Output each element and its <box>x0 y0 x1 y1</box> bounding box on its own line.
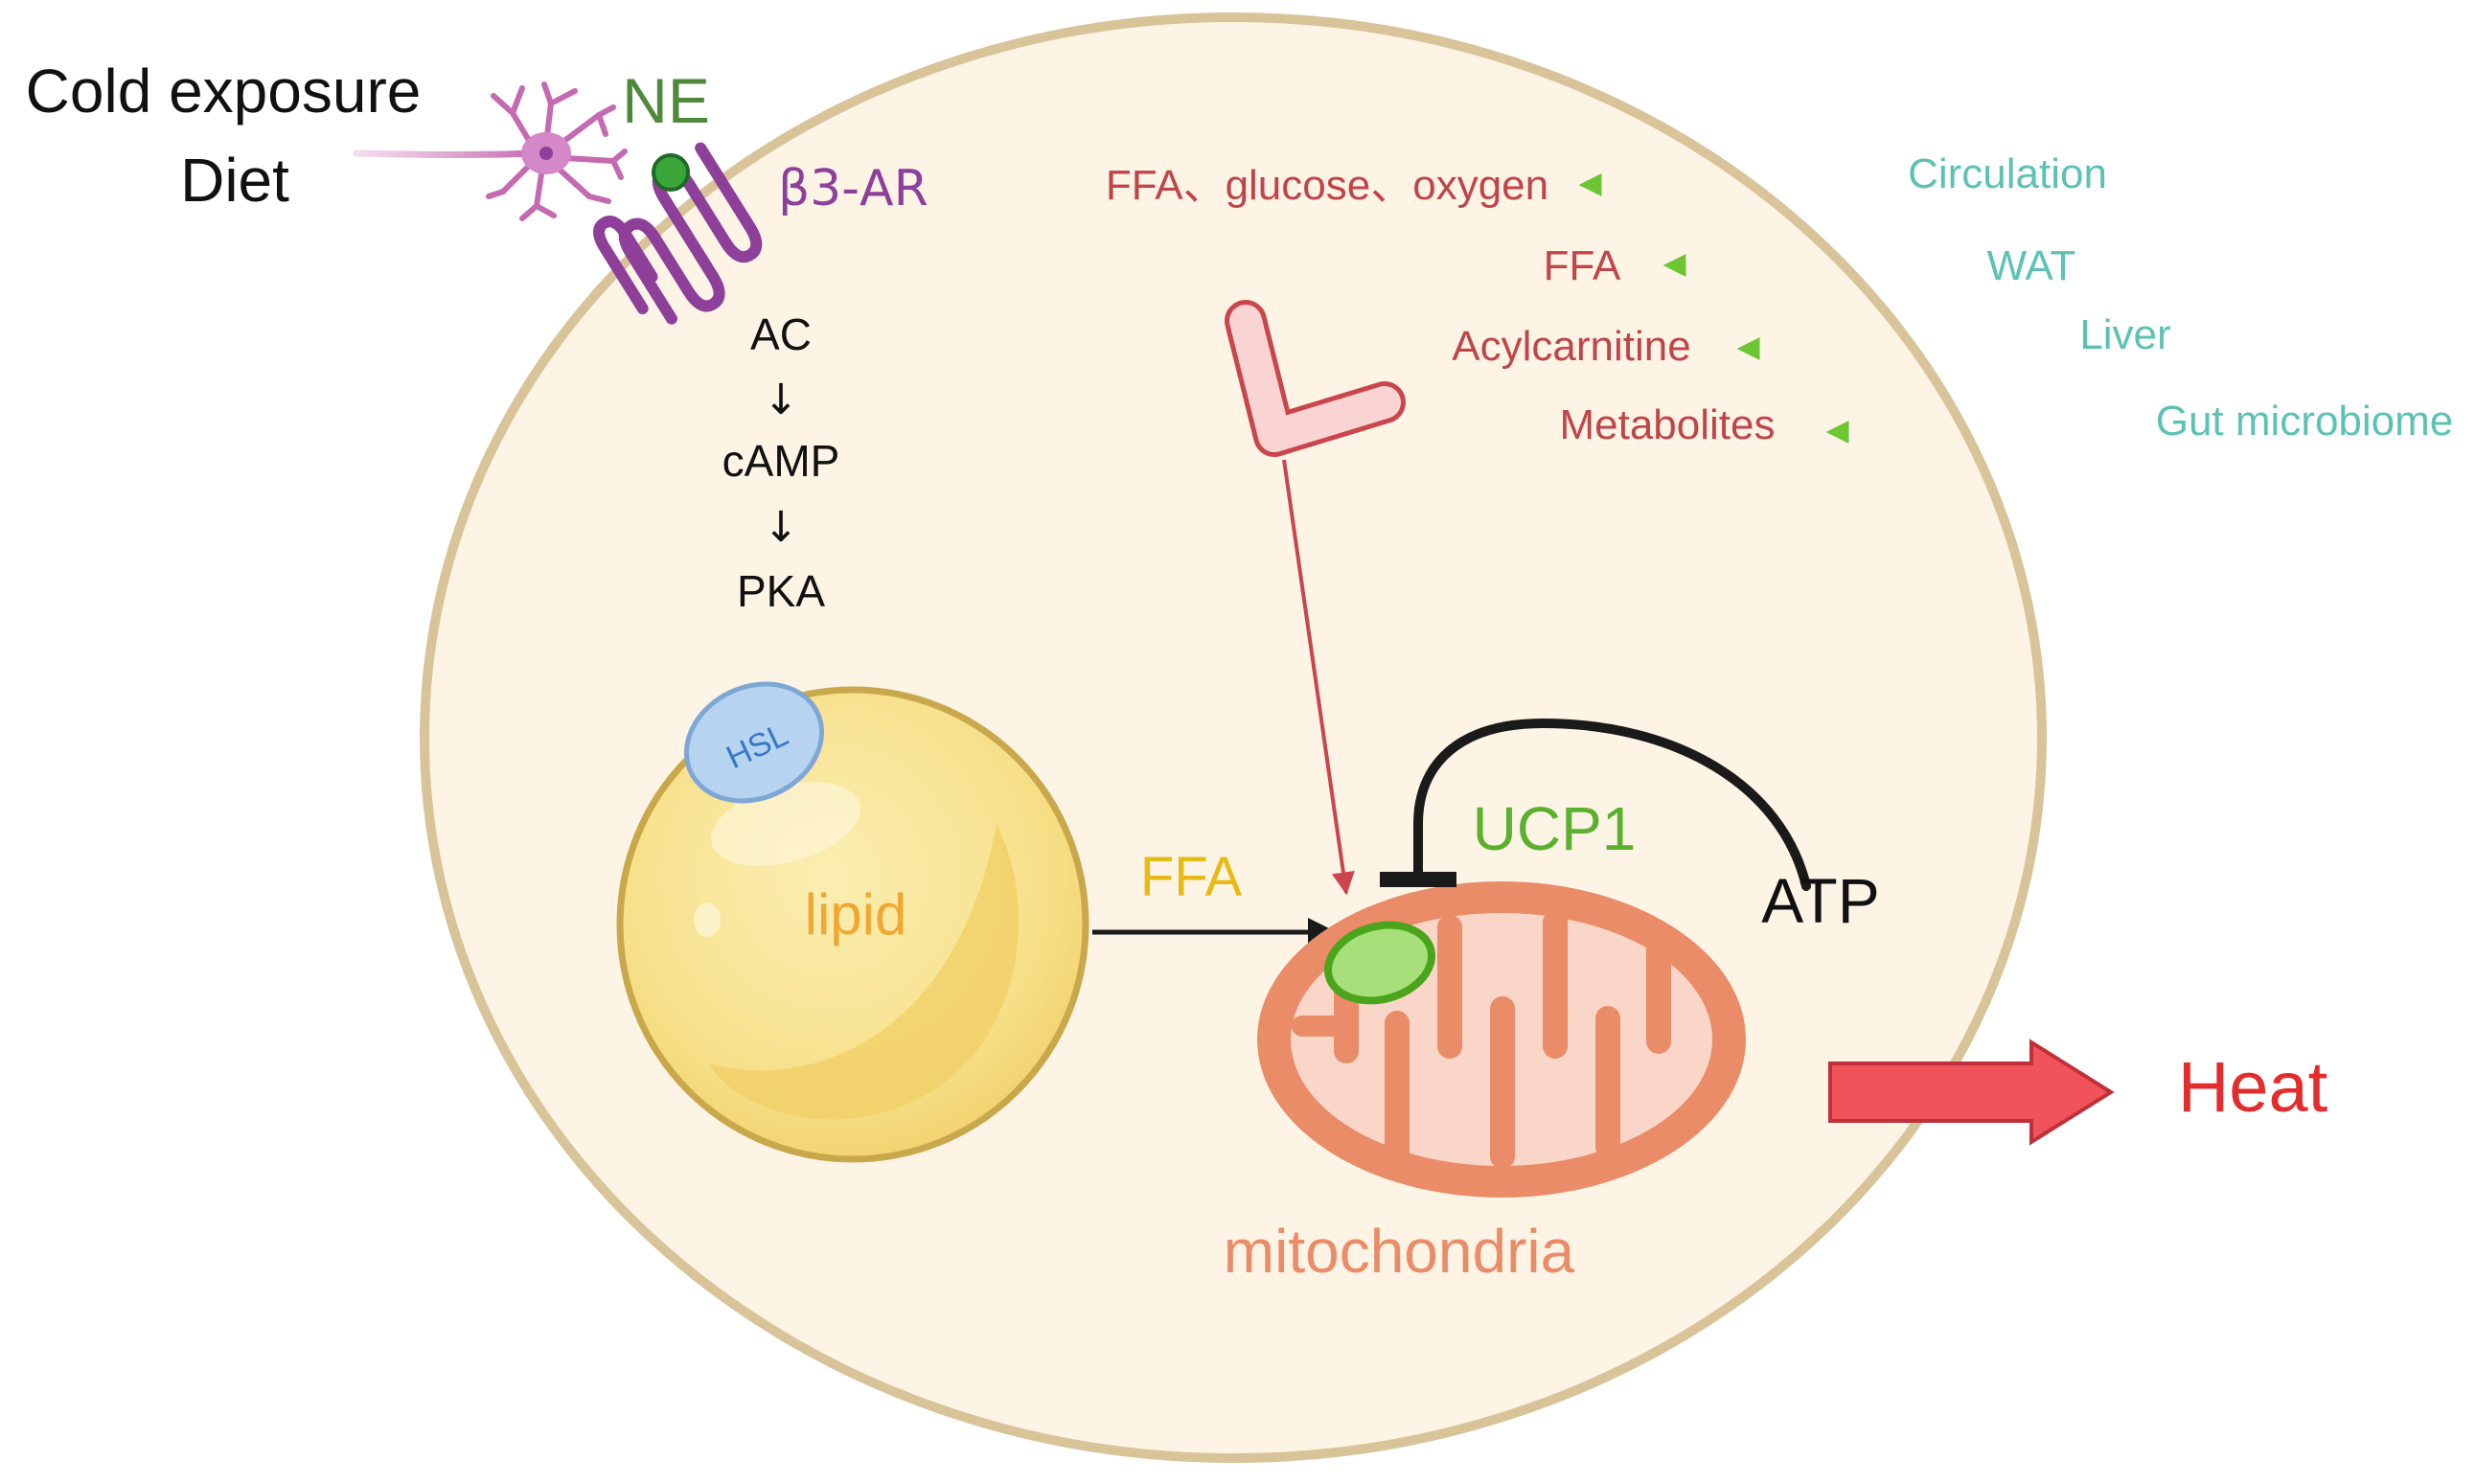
cascade-ac: AC <box>750 309 812 359</box>
beta3-receptor-icon <box>592 142 763 325</box>
cascade-pka: PKA <box>737 566 825 616</box>
substrate-row-gut: Metabolites Gut microbiome <box>1559 398 2453 448</box>
ucp1-label: UCP1 <box>1473 794 1637 863</box>
source-label: Liver <box>2079 311 2170 358</box>
substrate-row-circulation: FFA、glucose、oxygen Circulation <box>1106 150 2107 209</box>
beta3-ar-label: β3-AR <box>778 160 928 217</box>
substrate-label: FFA <box>1544 242 1621 289</box>
substrate-label: Metabolites <box>1559 401 1775 448</box>
atp-inhibition-line <box>1413 718 1811 891</box>
hsl-enzyme-icon <box>683 681 825 804</box>
neuron-icon <box>353 81 628 221</box>
substrate-label: Acylcarnitine <box>1452 323 1690 370</box>
stimulus-cold-exposure: Cold exposure <box>26 57 422 126</box>
source-label: Gut microbiome <box>2156 398 2454 445</box>
heat-label: Heat <box>2178 1047 2328 1127</box>
heat-arrow <box>1828 1039 2115 1146</box>
ucp1-protein-icon <box>1323 921 1436 1005</box>
lipid-label: lipid <box>805 882 907 947</box>
stimulus-diet: Diet <box>180 146 289 215</box>
substrate-row-liver: Acylcarnitine Liver <box>1452 311 2170 370</box>
substrate-uptake-arrow <box>1282 459 1355 896</box>
cascade-camp: cAMP <box>722 436 840 486</box>
mitochondrion <box>1257 881 1746 1198</box>
source-label: Circulation <box>1908 150 2107 197</box>
cascade-arrow-1: ↓ <box>764 376 799 424</box>
lipid-droplet <box>616 686 1089 1163</box>
ne-label: NE <box>622 65 710 136</box>
mitochondria-label: mitochondria <box>1224 1217 1575 1286</box>
substrate-row-wat: FFA WAT <box>1544 242 2076 289</box>
ne-ligand-icon <box>652 153 690 192</box>
cascade-arrow-2: ↓ <box>764 503 799 552</box>
atp-label: ATP <box>1761 865 1879 936</box>
source-label: WAT <box>1987 242 2076 289</box>
ffa-flow-label: FFA <box>1140 846 1243 908</box>
substrate-label: FFA、glucose、oxygen <box>1106 162 1548 209</box>
